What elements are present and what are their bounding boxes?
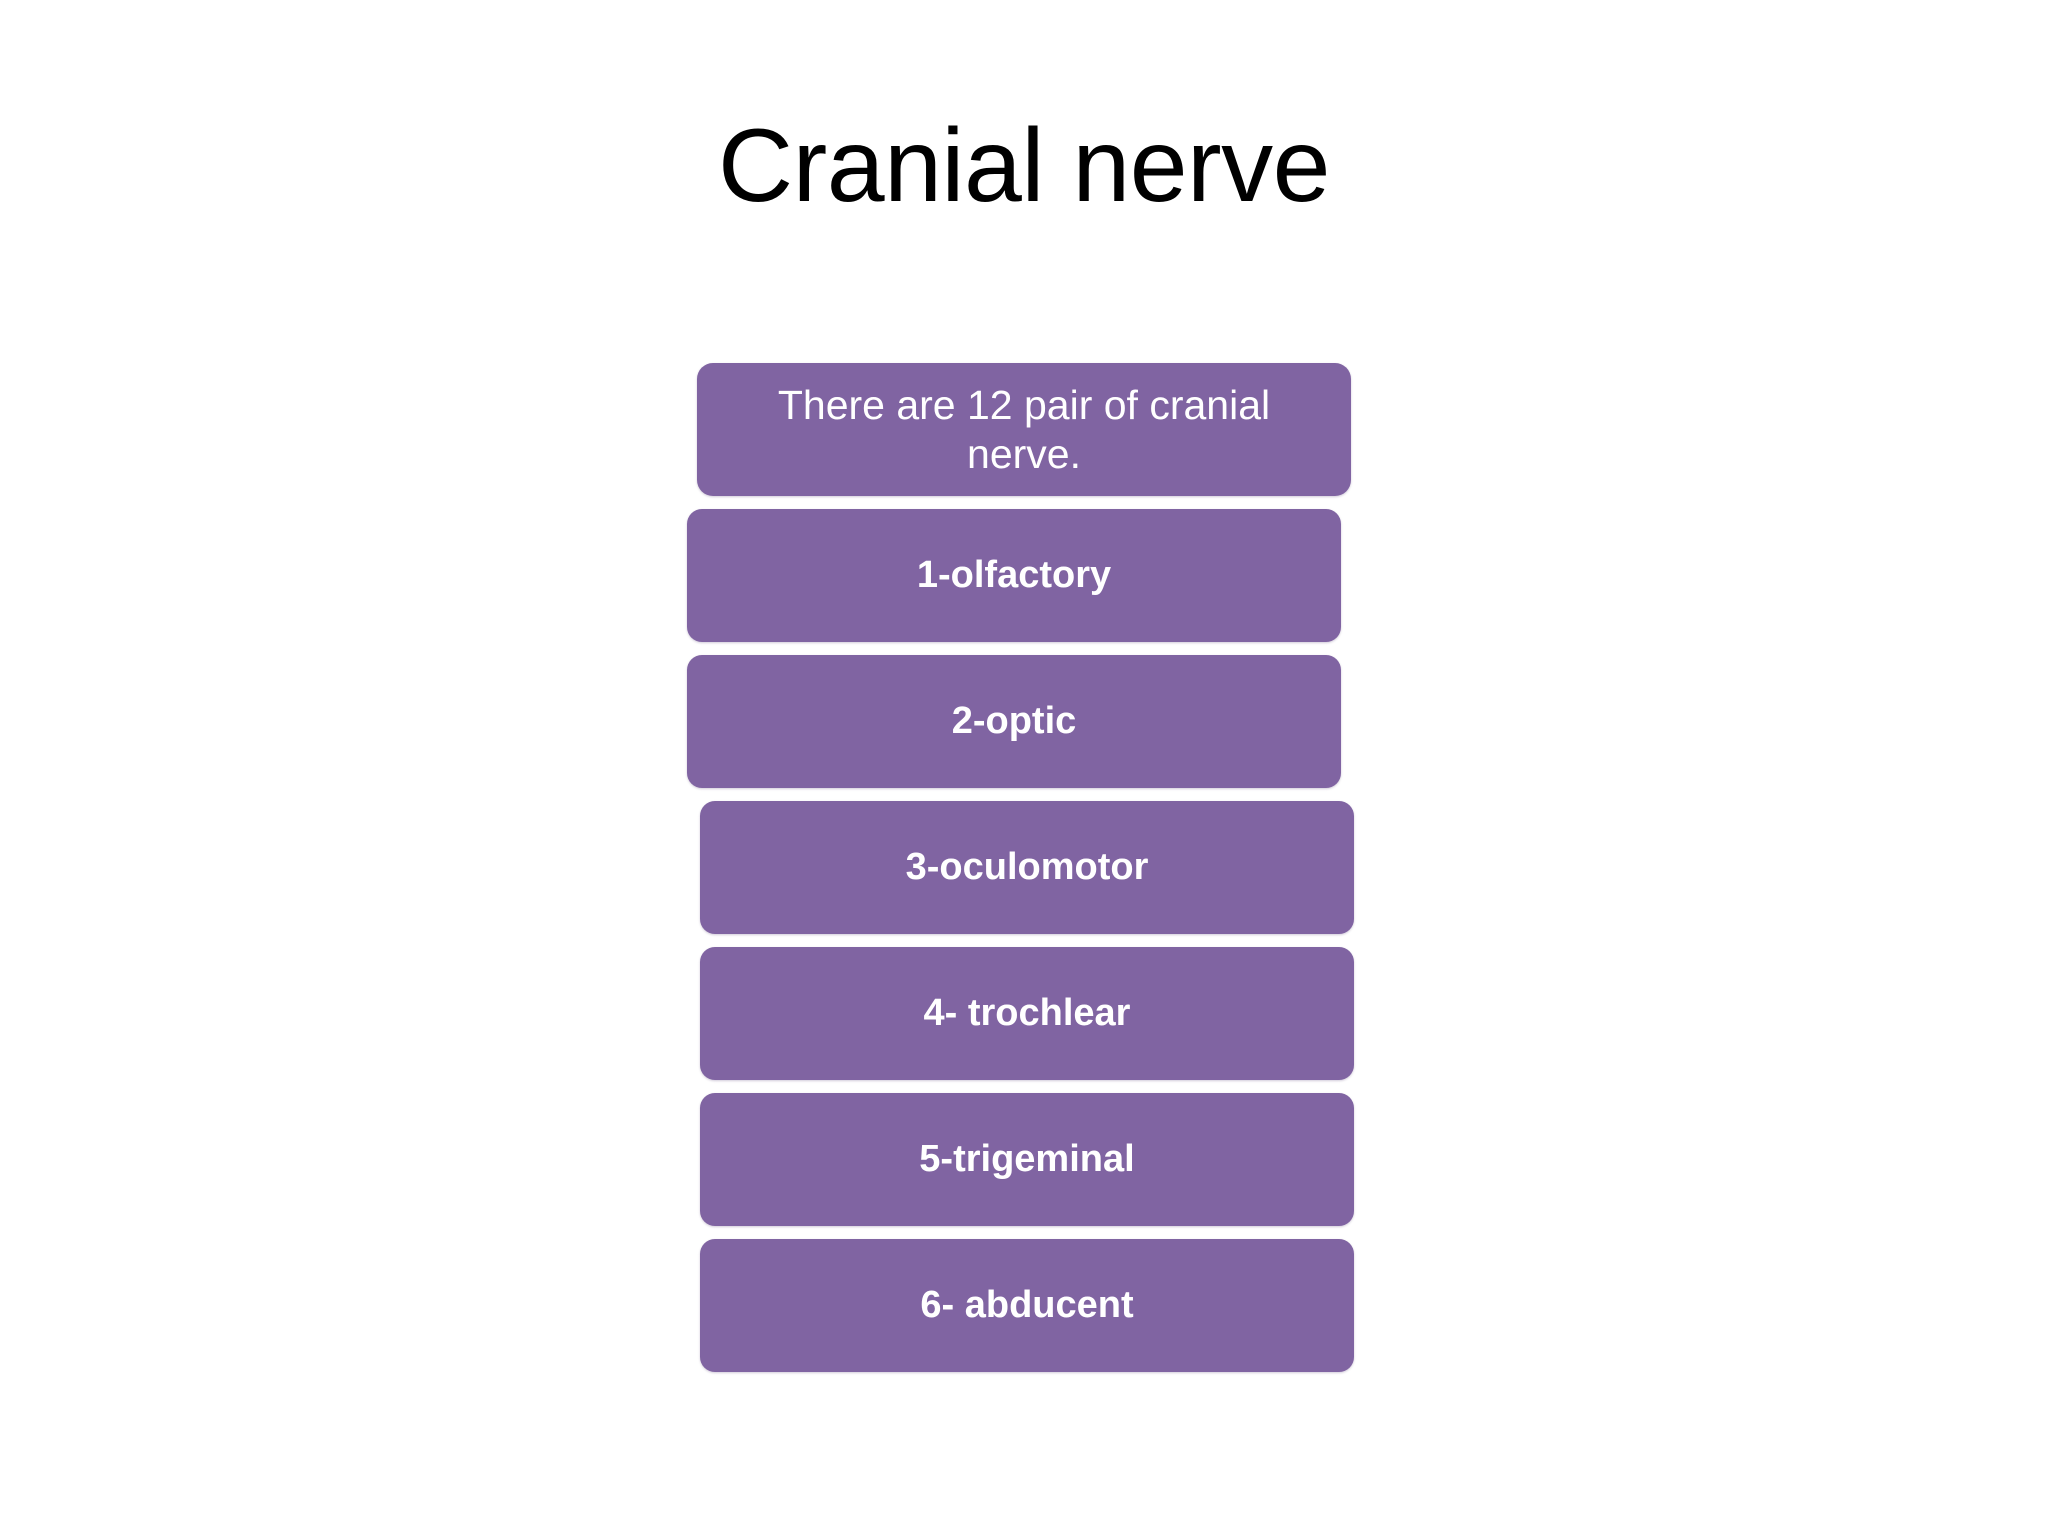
list-item-label: 3-oculomotor [905, 846, 1149, 888]
list-item-abducent[interactable]: 6- abducent [700, 1239, 1354, 1372]
page-title: Cranial nerve [717, 108, 1331, 224]
list-item-trochlear[interactable]: 4- trochlear [700, 947, 1354, 1080]
cranial-nerve-list: There are 12 pair of cranial nerve. 1-ol… [683, 363, 1363, 1377]
list-item-trigeminal[interactable]: 5-trigeminal [700, 1093, 1354, 1226]
list-item-label: 1-olfactory [916, 554, 1112, 596]
list-item-intro[interactable]: There are 12 pair of cranial nerve. [697, 363, 1351, 496]
list-item-label: 6- abducent [920, 1284, 1134, 1326]
list-item-label: 2-optic [951, 700, 1077, 742]
list-item-oculomotor[interactable]: 3-oculomotor [700, 801, 1354, 934]
list-item-olfactory[interactable]: 1-olfactory [687, 509, 1341, 642]
list-item-optic[interactable]: 2-optic [687, 655, 1341, 788]
list-item-intro-label: There are 12 pair of cranial nerve. [777, 382, 1271, 477]
list-item-label: 4- trochlear [923, 992, 1131, 1034]
list-item-label: 5-trigeminal [919, 1138, 1135, 1180]
